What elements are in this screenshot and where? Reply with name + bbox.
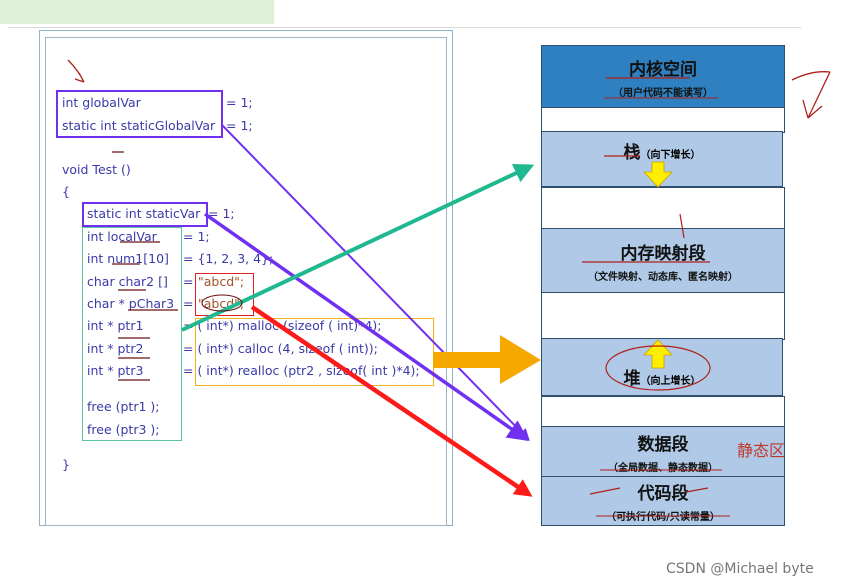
watermark: CSDN @Michael byte bbox=[666, 561, 814, 577]
pchar3-eq: = bbox=[183, 296, 194, 311]
heap-title: 堆 bbox=[623, 369, 641, 389]
kernel-space-title: 内核空间 bbox=[629, 60, 697, 80]
code-segment-subtitle: （可执行代码/只读常量） bbox=[606, 512, 720, 523]
pchar3-decl: char * pChar3 bbox=[87, 296, 175, 311]
kernel-space-subtitle: （用户代码不能读写） bbox=[613, 88, 713, 99]
gap-segment-4 bbox=[541, 396, 785, 428]
static-global-init: = 1; bbox=[226, 118, 253, 133]
memory-mapping-segment: 内存映射段 （文件映射、动态库、匿名映射） bbox=[541, 228, 785, 294]
mmap-title: 内存映射段 bbox=[620, 244, 706, 264]
data-segment-subtitle: （全局数据、静态数据） bbox=[608, 463, 718, 474]
global-var-init: = 1; bbox=[226, 95, 253, 110]
local-var-decl: int localVar bbox=[87, 229, 157, 244]
free-ptr3: free (ptr3 ); bbox=[87, 422, 160, 437]
heap-subtitle: （向上增长） bbox=[640, 376, 701, 387]
data-segment: 数据段 （全局数据、静态数据） bbox=[541, 426, 785, 478]
global-var-decl: int globalVar bbox=[62, 95, 141, 110]
annotation-code-arrows bbox=[589, 487, 709, 495]
static-var-decl: static int staticVar bbox=[87, 206, 201, 221]
static-area-label: 静态区 bbox=[737, 441, 786, 460]
char2-string: "abcd"; bbox=[198, 274, 245, 289]
static-var-init: = 1; bbox=[208, 206, 235, 221]
arrow-heap-to-heap bbox=[433, 335, 541, 384]
global-vars-box bbox=[56, 90, 223, 138]
arrow-static-var-to-data bbox=[203, 212, 529, 442]
code-segment: 代码段 （可执行代码/只读常量） bbox=[541, 476, 785, 526]
ptr2-decl: int * ptr2 bbox=[87, 341, 144, 356]
annotation-arrow-left bbox=[67, 59, 85, 83]
stack-subtitle: （向下增长） bbox=[640, 150, 701, 161]
heap-up-arrow bbox=[643, 339, 673, 369]
ptr3-decl: int * ptr3 bbox=[87, 363, 144, 378]
code-panel-inner bbox=[45, 37, 447, 526]
function-signature: void Test () bbox=[62, 162, 131, 177]
stack-label: 栈（向下增长） bbox=[624, 138, 701, 163]
annotation-pchar3-circle bbox=[201, 294, 243, 312]
code-segment-title: 代码段 bbox=[637, 484, 689, 504]
num1-decl: int num1[10] bbox=[87, 251, 169, 266]
char2-eq: = bbox=[183, 274, 194, 289]
open-brace: { bbox=[62, 184, 70, 199]
local-vars-box bbox=[82, 227, 182, 441]
char2-decl: char char2 [] bbox=[87, 274, 168, 289]
divider-line bbox=[8, 27, 801, 28]
stack-down-arrow bbox=[643, 161, 673, 188]
local-var-init: = 1; bbox=[183, 229, 210, 244]
free-ptr1: free (ptr1 ); bbox=[87, 399, 160, 414]
gap-segment-3 bbox=[541, 292, 785, 340]
data-segment-title: 数据段 bbox=[637, 435, 689, 455]
num1-init: = {1, 2, 3, 4}; bbox=[183, 251, 274, 266]
arrow-static-global-to-data bbox=[221, 124, 530, 441]
mmap-subtitle: （文件映射、动态库、匿名映射） bbox=[588, 272, 738, 283]
heap-label: 堆（向上增长） bbox=[624, 364, 701, 389]
annotation-heap-circle bbox=[605, 345, 711, 391]
static-global-decl: static int staticGlobalVar bbox=[62, 118, 216, 133]
top-highlight-bar bbox=[0, 0, 274, 24]
ptr1-decl: int * ptr1 bbox=[87, 318, 144, 333]
close-brace: } bbox=[62, 457, 70, 472]
arrow-string-to-code bbox=[250, 305, 533, 497]
annotation-mmap-underline bbox=[582, 213, 710, 263]
arrow-pchar3-to-stack bbox=[181, 164, 535, 332]
stack-title: 栈 bbox=[623, 143, 641, 163]
annotation-code-underlines bbox=[112, 151, 178, 381]
annotation-arrow-right bbox=[791, 71, 831, 119]
